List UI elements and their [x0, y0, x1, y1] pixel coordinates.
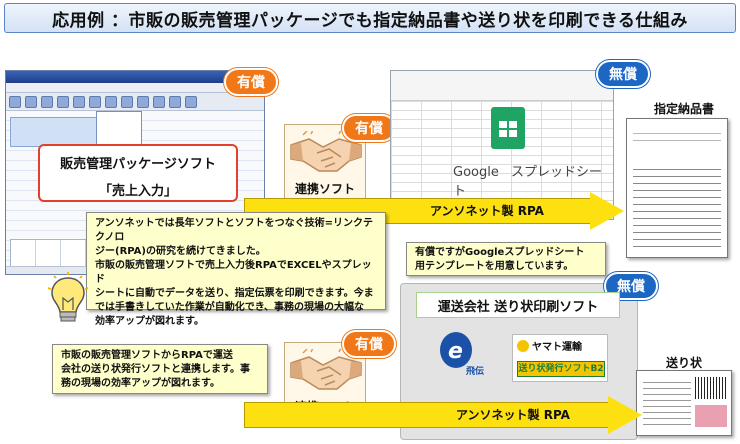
lightbulb-icon	[48, 272, 88, 322]
sales-package-name: 販売管理パッケージソフト	[60, 157, 216, 172]
paid-badge-software: 有償	[224, 68, 278, 96]
explanation-line: シートに自動でデータを送り、指定伝票を印刷できます。今ま	[95, 288, 374, 299]
paid-badge-link-2-text: 有償	[355, 337, 383, 353]
explanation-line: では手書きしていた作業が自動化でき、事務の現場の大幅な	[95, 302, 364, 313]
explanation-line: ジー(RPA)の研究を続けてきました。	[95, 246, 266, 257]
free-badge-spreadsheet-text: 無償	[609, 67, 637, 83]
shipping-software-title: 運送会社 送り状印刷ソフト	[416, 292, 620, 318]
paid-badge-link-1-text: 有償	[355, 121, 383, 137]
paid-badge-link-1: 有償	[342, 114, 396, 142]
rpa-arrow-2: アンソネット製 RPA	[244, 396, 642, 434]
yamato-company: ヤマト運輸	[517, 338, 582, 353]
delivery-note-label: 指定納品書	[654, 102, 715, 116]
software-form-header	[10, 117, 100, 147]
yamato-company-text: ヤマト運輸	[532, 342, 582, 353]
shipping-label-image	[636, 370, 732, 436]
shipping-explanation-note: 市販の販売管理ソフトからRPAで運送 会社の送り状発行ソフトと連携します。事 務…	[52, 344, 268, 394]
sales-package-callout: 販売管理パッケージソフト 「売上入力」	[38, 144, 238, 202]
shipping-note-line: 務の現場の効率アップが図れます。	[61, 378, 220, 389]
explanation-line: 市販の販売管理ソフトで売上入力後RPAでEXCELやスプレッド	[95, 260, 372, 285]
spreadsheet-note-line: 用テンプレートを用意しています。	[415, 261, 574, 272]
shipping-note-line: 会社の送り状発行ソフトと連携します。事	[61, 364, 250, 375]
software-menubar	[6, 83, 264, 93]
shipping-note-line: 市販の販売管理ソフトからRPAで運送	[61, 350, 233, 361]
paid-badge-software-text: 有償	[237, 75, 265, 91]
handshake-icon	[290, 349, 362, 390]
explanation-line: アンソネットでは長年ソフトとソフトをつなぐ技術=リンクテクノロ	[95, 218, 373, 243]
title-bar: 応用例 ：市販の販売管理パッケージでも指定納品書や送り状を印刷できる仕組み	[4, 3, 736, 33]
spreadsheet-icon	[491, 107, 525, 149]
hikyaku-logo-text: 飛伝	[466, 367, 485, 377]
spreadsheet-brand: Google	[453, 165, 499, 180]
paid-badge-link-2: 有償	[342, 330, 396, 358]
free-badge-spreadsheet: 無償	[596, 60, 650, 88]
link-software-label-1: 連携ソフト	[294, 182, 355, 196]
rpa-arrow-label-1: アンソネット製 RPA	[430, 204, 544, 218]
handshake-icon	[290, 131, 362, 172]
yamato-logo-icon: ヤマト運輸 送り状発行ソフトB2	[512, 334, 608, 382]
yamato-product: 送り状発行ソフトB2	[517, 361, 605, 377]
software-titlebar	[6, 71, 264, 83]
spreadsheet-product: スプレッドシート	[453, 165, 602, 199]
rpa-explanation-note: アンソネットでは長年ソフトとソフトをつなぐ技術=リンクテクノロ ジー(RPA)の…	[86, 212, 386, 327]
delivery-note-image	[626, 118, 728, 258]
explanation-line: 効率アップが図れます。	[95, 316, 204, 327]
spreadsheet-toolbar	[391, 71, 613, 101]
free-badge-shipping-text: 無償	[617, 279, 645, 295]
svg-text:e: e	[448, 339, 463, 364]
shipping-label-title: 送り状	[666, 356, 703, 370]
page-title: 応用例 ：市販の販売管理パッケージでも指定納品書や送り状を印刷できる仕組み	[52, 10, 688, 31]
rpa-arrow-1: アンソネット製 RPA	[244, 192, 624, 230]
spreadsheet-template-note: 有償ですがGoogleスプレッドシート 用テンプレートを用意しています。	[406, 242, 606, 276]
hikyaku-logo-icon: e	[440, 332, 472, 368]
rpa-arrow-label-2: アンソネット製 RPA	[456, 408, 570, 422]
link-software-box-1: 連携ソフト	[284, 124, 366, 202]
software-toolbar	[6, 93, 264, 111]
spreadsheet-name: Google スプレッドシート	[453, 161, 613, 199]
sales-entry-label: 「売上入力」	[98, 184, 177, 199]
spreadsheet-note-line: 有償ですがGoogleスプレッドシート	[415, 247, 585, 258]
